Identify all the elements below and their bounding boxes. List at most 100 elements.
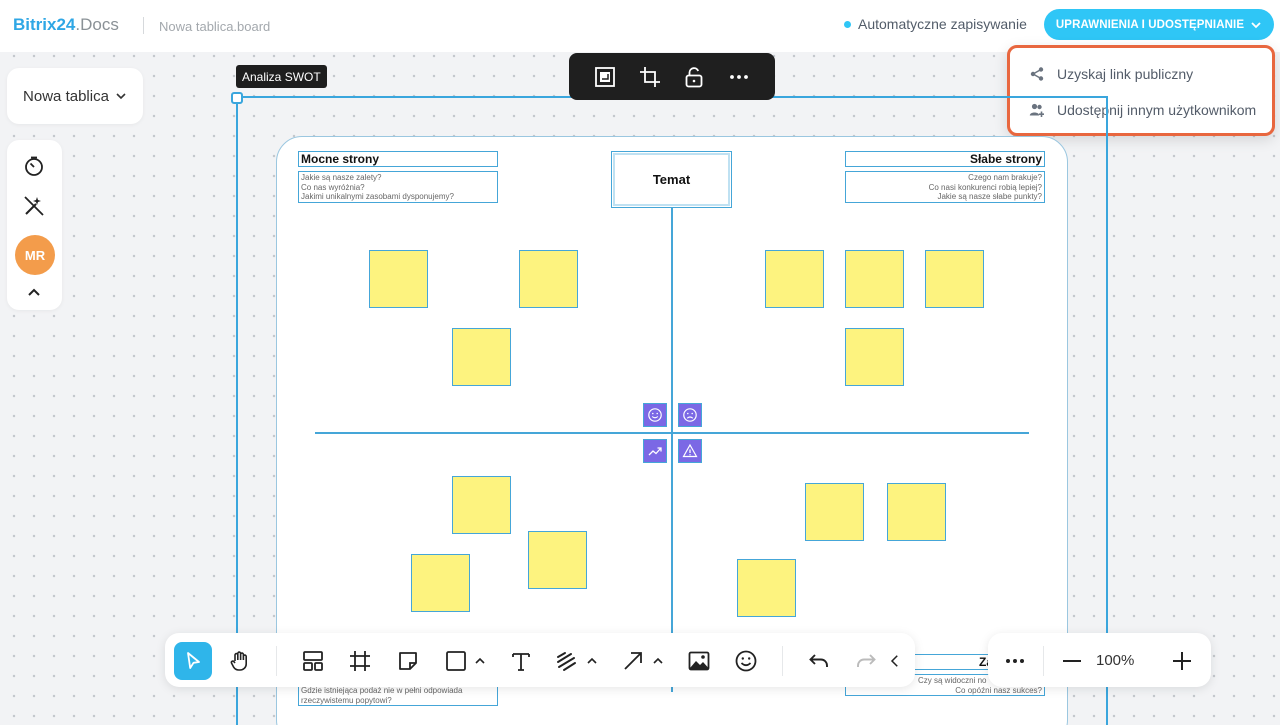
share-button-label: UPRAWNIENIA I UDOSTĘPNIANIE: [1055, 18, 1245, 31]
collapse-toolbar-button[interactable]: [881, 642, 909, 680]
sticky-note[interactable]: [925, 250, 984, 308]
hand-icon: [230, 651, 247, 671]
smile-emoji-icon[interactable]: [643, 403, 667, 427]
collapse-up-icon[interactable]: [21, 279, 47, 305]
frame-resize-handle[interactable]: [231, 92, 243, 104]
zoom-out-button[interactable]: [1053, 642, 1091, 680]
opportunities-questions[interactable]: Gdzie istniejąca podaż nie w pełni odpow…: [298, 684, 498, 706]
weaknesses-title[interactable]: Słabe strony: [845, 151, 1045, 167]
weaknesses-questions[interactable]: Czego nam brakuje? Co nasi konkurenci ro…: [845, 171, 1045, 203]
sticky-note[interactable]: [519, 250, 578, 308]
strengths-questions[interactable]: Jakie są nasze zalety? Co nas wyróżnia? …: [298, 171, 498, 203]
board-select-dropdown[interactable]: Nowa tablica: [7, 68, 143, 124]
timer-icon[interactable]: [21, 153, 47, 179]
sticky-note[interactable]: [737, 559, 796, 617]
sticky-note[interactable]: [845, 328, 904, 386]
warning-icon[interactable]: [678, 439, 702, 463]
question-text: Co nasi konkurenci robią lepiej?: [928, 182, 1042, 192]
question-text: Czego nam brakuje?: [968, 173, 1042, 182]
text-icon: [512, 653, 530, 671]
undo-button[interactable]: [800, 642, 838, 680]
pen-tool[interactable]: [548, 642, 586, 680]
autosave-status: Automatyczne zapisywanie: [844, 16, 1027, 32]
trend-up-icon[interactable]: [643, 439, 667, 463]
question-text: Gdzie istniejąca podaż nie w pełni odpow…: [301, 686, 463, 695]
frame-tool[interactable]: [341, 642, 379, 680]
shape-tool[interactable]: [437, 642, 475, 680]
zoom-level: 100%: [1096, 652, 1135, 669]
frame-name-label[interactable]: Analiza SWOT: [236, 65, 327, 88]
emoji-icon: [735, 650, 757, 672]
chevron-up-icon[interactable]: [474, 655, 486, 667]
text-tool[interactable]: [502, 642, 540, 680]
select-icon: [187, 652, 200, 669]
board-select-label: Nowa tablica: [23, 87, 109, 105]
autosave-label: Automatyczne zapisywanie: [858, 16, 1027, 32]
emoji-tool[interactable]: [727, 642, 765, 680]
toolbar-divider: [1043, 646, 1044, 676]
add-user-icon: [1029, 103, 1044, 117]
sad-emoji-icon[interactable]: [678, 403, 702, 427]
chevron-up-icon[interactable]: [652, 655, 664, 667]
question-text: Jakie są nasze zalety?: [301, 173, 382, 182]
sticky-note[interactable]: [452, 328, 511, 386]
arrow-tool[interactable]: [614, 642, 652, 680]
crop-frame-icon[interactable]: [637, 64, 663, 90]
share-link-icon: [1030, 67, 1044, 81]
more-icon[interactable]: [726, 64, 752, 90]
template-tool[interactable]: [294, 642, 332, 680]
pen-icon: [557, 652, 576, 671]
hand-tool[interactable]: [221, 642, 259, 680]
sticky-note[interactable]: [452, 476, 511, 534]
toolbar-divider: [782, 646, 783, 676]
magic-wand-off-icon[interactable]: [21, 193, 47, 219]
question-text: Co nas wyróżnia?: [301, 182, 365, 192]
redo-button[interactable]: [847, 642, 885, 680]
more-icon: [1006, 659, 1024, 663]
menu-item-public-link[interactable]: Uzyskaj link publiczny: [1029, 66, 1193, 82]
question-text: rzeczywistemu popytowi?: [301, 695, 392, 705]
board-file-name[interactable]: Nowa tablica.board: [159, 19, 271, 34]
sticky-note[interactable]: [765, 250, 824, 308]
sticky-note[interactable]: [528, 531, 587, 589]
swot-vertical-axis: [671, 207, 673, 692]
sticky-note[interactable]: [845, 250, 904, 308]
permissions-share-button[interactable]: UPRAWNIENIA I UDOSTĘPNIANIE: [1044, 9, 1274, 40]
arrow-icon: [624, 652, 642, 670]
sticky-note-icon: [399, 652, 417, 670]
swot-topic-box[interactable]: Temat: [611, 151, 732, 208]
zoom-in-button[interactable]: [1163, 642, 1201, 680]
shape-icon: [446, 651, 466, 671]
question-text: Co opóźni nasz sukces?: [955, 685, 1042, 695]
redo-icon: [857, 654, 876, 667]
autosave-dot-icon: [844, 20, 851, 28]
zoom-controls: 100%: [988, 633, 1211, 687]
fit-frame-icon[interactable]: [592, 64, 618, 90]
app-logo[interactable]: Bitrix24.Docs: [13, 15, 119, 35]
image-tool[interactable]: [680, 642, 718, 680]
avatar[interactable]: MR: [15, 235, 55, 275]
undo-icon: [809, 654, 828, 667]
question-text: Czy są widoczni no: [918, 676, 987, 685]
logo-brand: Bitrix24: [13, 15, 76, 34]
zoom-out-icon: [1063, 660, 1081, 662]
logo-suffix: .Docs: [75, 15, 119, 34]
strengths-title[interactable]: Mocne strony: [298, 151, 498, 167]
zoom-more-button[interactable]: [996, 642, 1034, 680]
sticky-note-tool[interactable]: [389, 642, 427, 680]
sticky-note[interactable]: [411, 554, 470, 612]
sticky-note[interactable]: [887, 483, 946, 541]
chevron-up-icon[interactable]: [586, 655, 598, 667]
sticky-note[interactable]: [805, 483, 864, 541]
toolbar-divider: [276, 646, 277, 676]
template-icon: [303, 651, 323, 671]
header-divider: [143, 17, 144, 34]
sticky-note[interactable]: [369, 250, 428, 308]
question-text: Jakimi unikalnymi zasobami dysponujemy?: [301, 192, 454, 201]
select-tool[interactable]: [174, 642, 212, 680]
unlock-icon[interactable]: [681, 64, 707, 90]
bottom-toolbar: [165, 633, 915, 687]
top-bar: Bitrix24.Docs Nowa tablica.board Automat…: [0, 0, 1280, 52]
question-text: Jakie są nasze słabe punkty?: [937, 192, 1042, 201]
collapse-left-icon: [890, 655, 898, 667]
